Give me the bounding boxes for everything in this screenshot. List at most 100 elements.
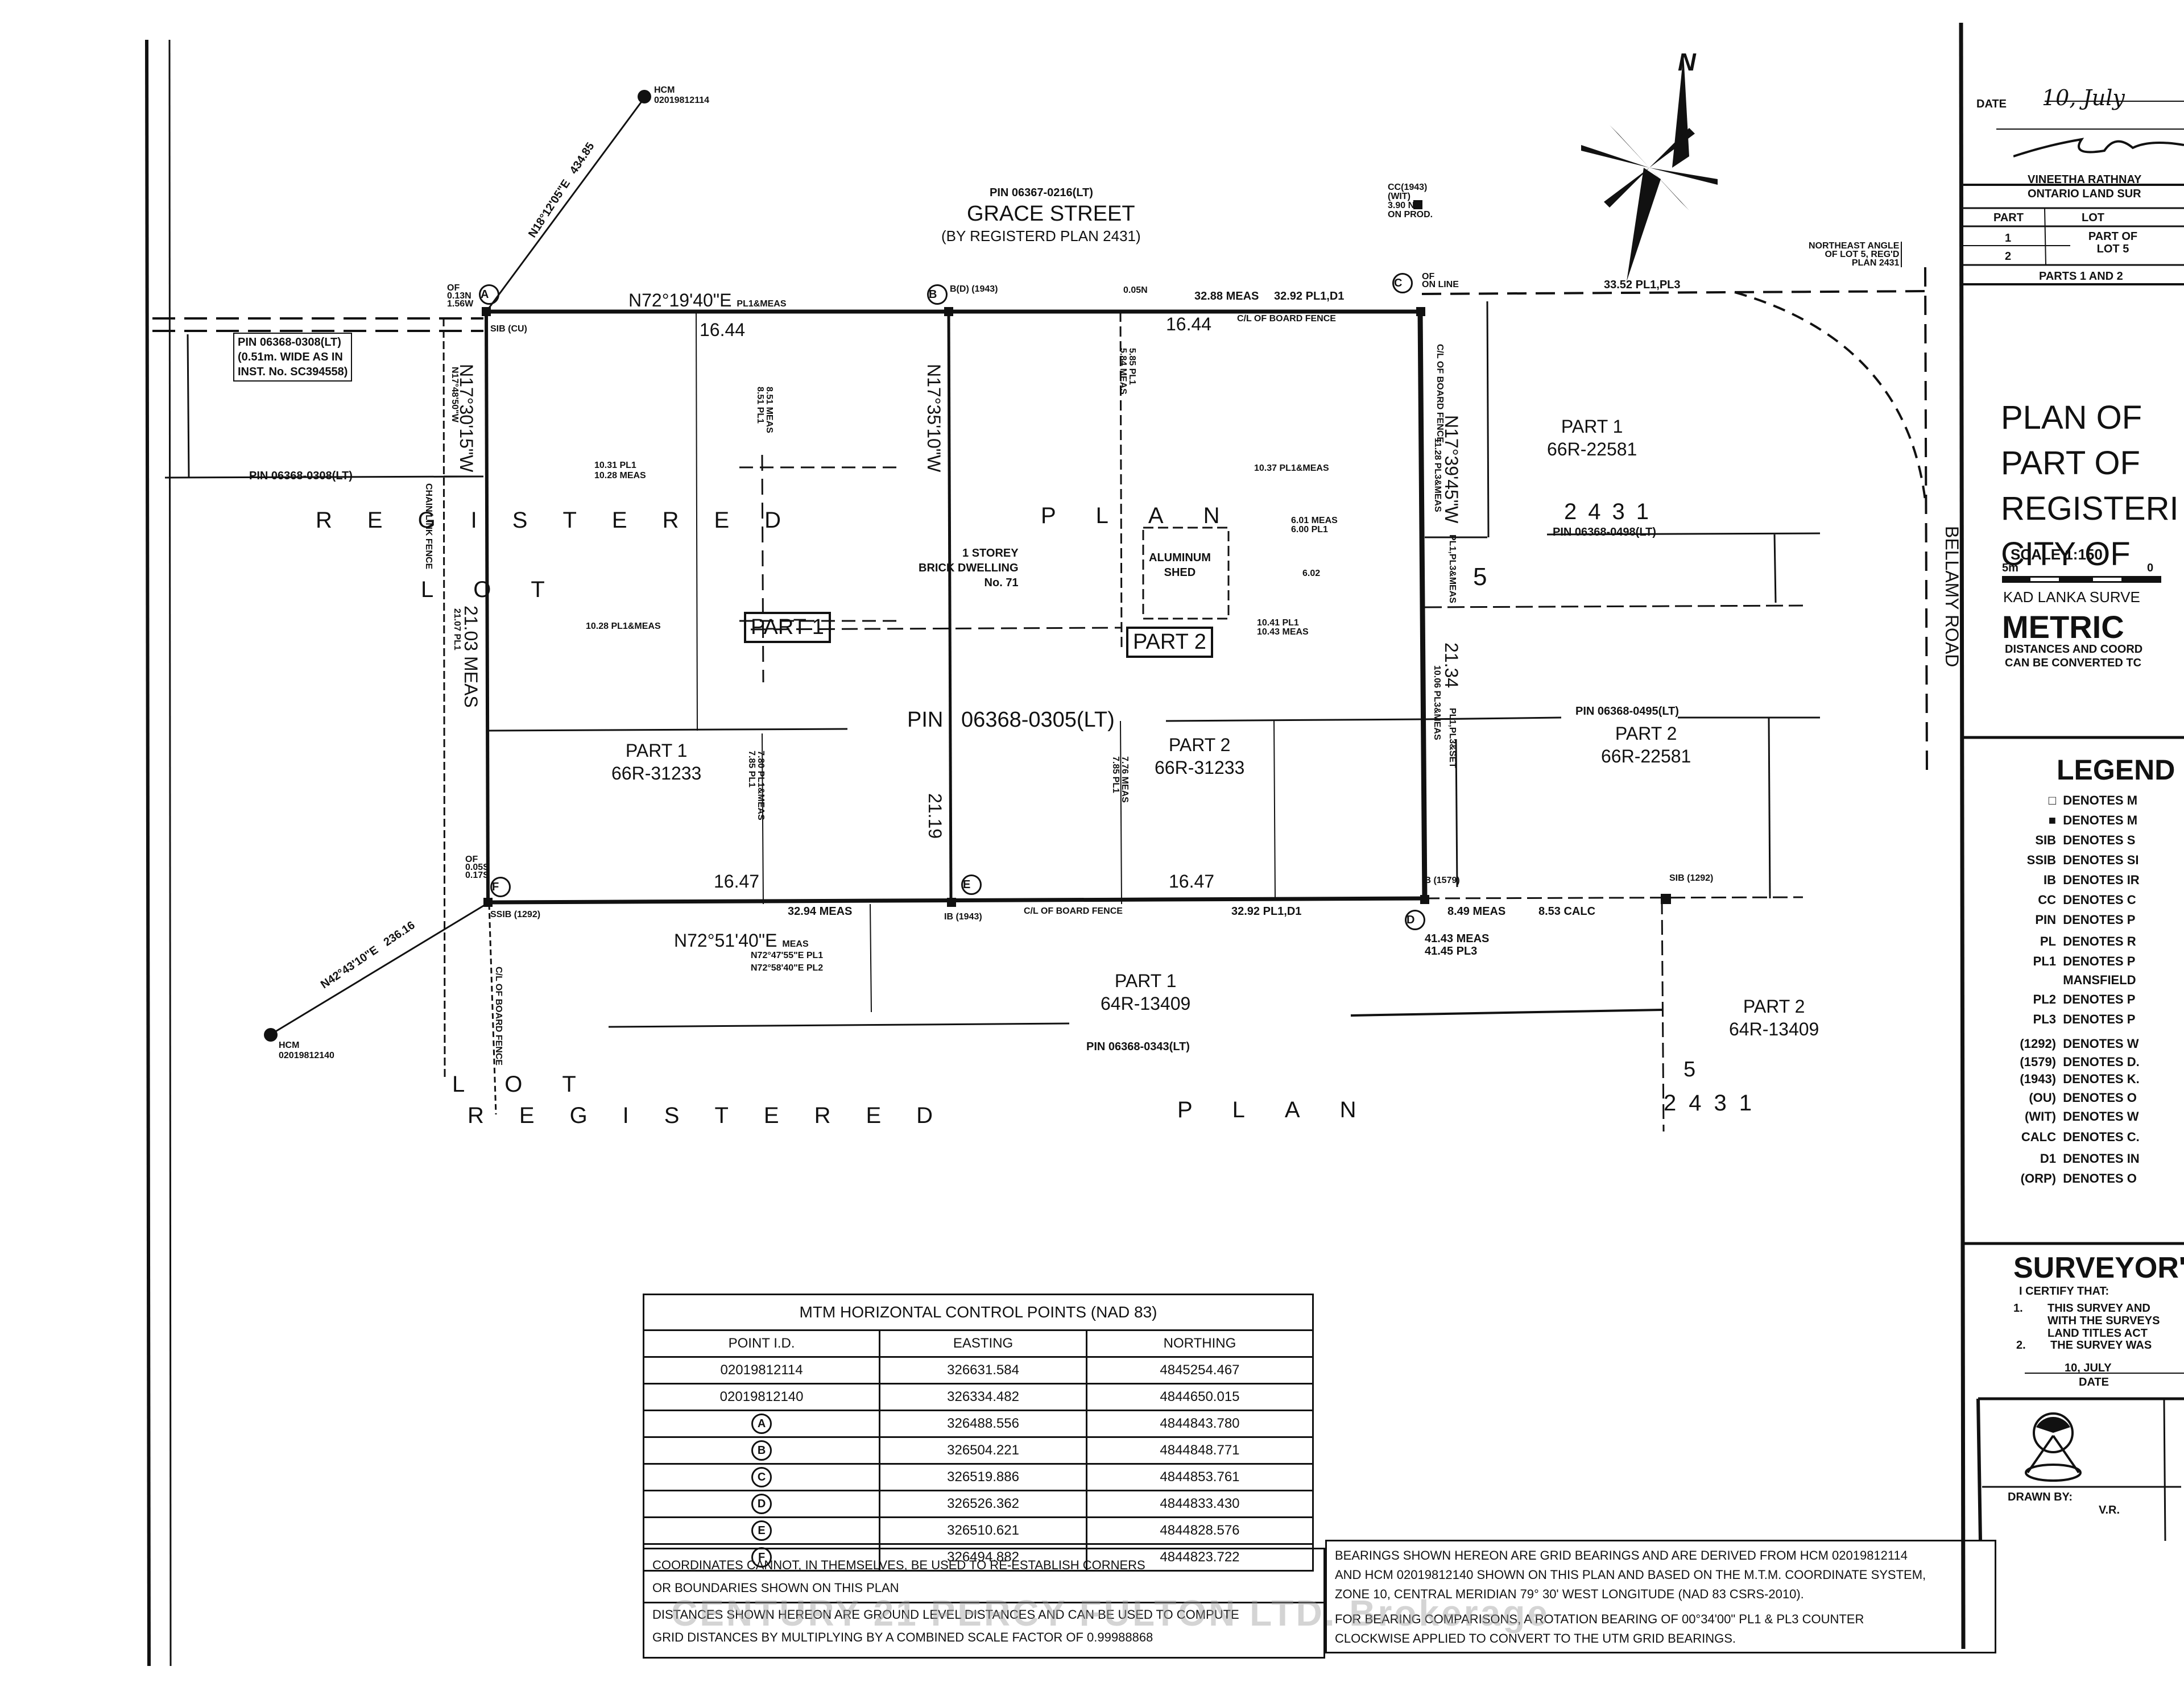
mtm-control-points-table: MTM HORIZONTAL CONTROL POINTS (NAD 83) P… (642, 1294, 1314, 1572)
east-fence: C/L OF BOARD FENCE (1435, 344, 1445, 443)
street-name-bellamy: BELLAMY ROAD (1942, 526, 1962, 668)
parts-footer: PARTS 1 AND 2 (2039, 270, 2123, 283)
south-bearing-pl2: N72°58'40"E PL2 (751, 963, 824, 973)
part1-bottom-dims: 10.28 PL1&MEAS (586, 621, 661, 631)
part2-top-dims: 10.37 PL1&MEAS (1254, 463, 1329, 473)
date-value: 10, July (2042, 85, 2125, 110)
north-meas: 32.88 MEAS (1194, 290, 1259, 302)
mtm-header-point: POINT I.D. (642, 1329, 881, 1358)
plan-number: 2431 (1564, 499, 1660, 524)
part2-label: PART 2 (1126, 627, 1213, 658)
certificate-date-label: DATE (2079, 1376, 2109, 1388)
north-street-pin: PIN 06367-0216(LT) (990, 186, 1093, 199)
s-pin: PIN 06368-0343(LT) (1086, 1041, 1190, 1053)
mtm-header-northing: NORTHING (1085, 1329, 1314, 1358)
ib-1943-north: B(D) (1943) (950, 284, 998, 294)
signature (2013, 128, 2184, 165)
north-fence: C/L OF BOARD FENCE (1237, 314, 1336, 324)
middle-bearing: N17°35'10"W (924, 364, 944, 472)
metric-label: METRIC (2002, 609, 2124, 645)
date-label: DATE (1976, 98, 2007, 110)
parts-lot-cell: PART OF LOT 5 (2088, 230, 2138, 255)
certificate-title: SURVEYOR' (2013, 1251, 2184, 1284)
north-pl: 32.92 PL1,D1 (1274, 290, 1345, 302)
monument-c: C (1392, 273, 1413, 293)
lot-text-bottom: LOT (452, 1072, 616, 1097)
south-left-dist: 16.47 (714, 871, 760, 892)
surveyor-title: ONTARIO LAND SUR (2028, 188, 2141, 200)
ib-1943-south: IB (1943) (944, 912, 982, 922)
plan-text: PLAN (1041, 503, 1260, 528)
bearings-note: BEARINGS SHOWN HEREON ARE GRID BEARINGS … (1325, 1540, 1996, 1653)
middle-dist: 21.19 (925, 793, 945, 839)
south-east-meas: 8.49 MEAS (1447, 905, 1506, 918)
east-lower: 10.06 PL3&MEAS (1432, 665, 1442, 740)
lot-number-bottom: 5 (1684, 1058, 1696, 1081)
east-ext-pl: 41.45 PL3 (1425, 945, 1478, 958)
north-east-pl: 33.52 PL1,PL3 (1604, 279, 1681, 291)
dwelling-label: 1 STOREY BRICK DWELLING No. 71 (919, 547, 1019, 589)
drawn-by-value: V.R. (2099, 1504, 2120, 1516)
sib-1292-label: SIB (1292) (1669, 873, 1714, 883)
coordinates-distances-note: COORDINATES CANNOT, IN THEMSELVES, BE US… (643, 1548, 1325, 1659)
certificate-item-2: 2.THE SURVEY WAS (2016, 1339, 2152, 1352)
street-name-grace: GRACE STREET (967, 202, 1135, 226)
mtm-table-title: MTM HORIZONTAL CONTROL POINTS (NAD 83) (643, 1294, 1314, 1331)
registered-text-bottom: REGISTERED (468, 1103, 969, 1128)
south-pl: 32.92 PL1,D1 (1231, 905, 1302, 918)
north-bearing: N72°19'40"E PL1&MEAS (628, 290, 787, 310)
west-meas: 21.03 MEAS (461, 606, 481, 708)
scale-label: SCALE 1:150 (2011, 546, 2103, 563)
south-right-dist: 16.47 (1169, 871, 1215, 892)
parts-row-1: 1 (2005, 232, 2012, 244)
south-bearing: N72°51'40"E MEAS (674, 930, 809, 951)
north-label: N (1678, 48, 1696, 76)
part1-label: PART 1 (744, 612, 831, 643)
north-arrow-icon (1581, 54, 1718, 281)
ne-pin: PIN 06368-0498(LT) (1553, 526, 1656, 538)
lot-number: 5 (1473, 563, 1487, 591)
shed-gap: 6.02 (1302, 569, 1321, 578)
east-dist-note: PL1,PL3&SET (1447, 708, 1457, 768)
monument-a: A (479, 284, 499, 305)
north-right-dist: 16.44 (1166, 314, 1212, 334)
south-bearing-pl1: N72°47'55"E PL1 (751, 951, 824, 960)
monument-e: E (961, 874, 982, 895)
plan-text-bottom: PLAN (1177, 1097, 1396, 1122)
west-fence-2: C/L OF BOARD FENCE (494, 967, 503, 1066)
street-note: (BY REGISTERD PLAN 2431) (941, 227, 1141, 244)
east-dist: 21.34 (1441, 643, 1462, 689)
e-pin: PIN 06368-0495(LT) (1575, 705, 1679, 718)
scale-right: 0 (2147, 562, 2154, 574)
monument-f: F (490, 877, 511, 897)
plan-number-bottom: 2431 (1664, 1091, 1764, 1116)
legend-title: LEGEND (2057, 754, 2175, 786)
lot-text: LOT (421, 577, 585, 602)
sib-cu: SIB (CU) (490, 324, 527, 334)
mtm-header-easting: EASTING (879, 1329, 1087, 1358)
